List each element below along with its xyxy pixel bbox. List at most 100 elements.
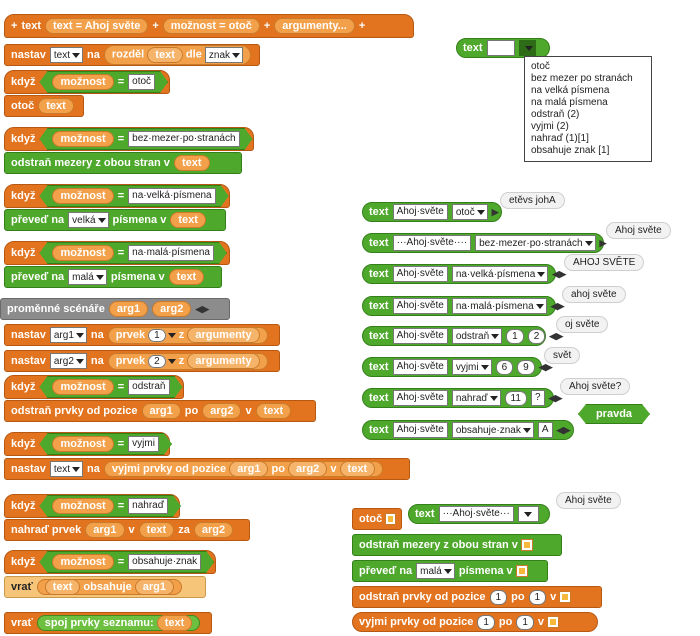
case-dropdown[interactable]: malá [416, 563, 455, 579]
example-arg[interactable]: A [537, 422, 553, 438]
empty-slot-icon[interactable] [559, 591, 572, 603]
contains-arg1[interactable]: arg1 [134, 579, 175, 595]
menu-item[interactable]: bez mezer po stranách [531, 73, 633, 84]
compare-value[interactable]: odstraň [128, 379, 169, 395]
contains-reporter[interactable]: text obsahuje arg1 [36, 579, 183, 595]
example-option[interactable]: odstraň [451, 328, 503, 344]
text-join-block[interactable]: + text text = Ahoj světe + možnost = oto… [4, 14, 414, 38]
empty-slot-icon[interactable] [515, 565, 528, 577]
var-dropdown[interactable]: arg1 [49, 327, 87, 343]
remove-text-arg[interactable]: text [255, 403, 292, 419]
example-input[interactable]: Ahoj·světe [392, 390, 448, 406]
inner-text-input[interactable]: ···Ahoj·světe··· [438, 506, 514, 522]
example-input[interactable]: Ahoj·světe [392, 266, 448, 282]
set-arg1-block[interactable]: nastav arg1 na prvek 1 z argumenty [4, 324, 280, 346]
otoc-command[interactable]: otoč text [4, 95, 84, 117]
compare-value[interactable]: vyjmi [128, 436, 159, 452]
replace-text-arg[interactable]: text [138, 522, 175, 538]
var-moznost[interactable]: možnost [52, 379, 113, 395]
palette-option-dropdown[interactable] [518, 40, 536, 56]
otoc-block[interactable]: otoč [352, 508, 402, 530]
split-arg[interactable]: text [147, 46, 183, 63]
param-moznost[interactable]: možnost = otoč [162, 18, 260, 34]
var-dropdown[interactable]: arg2 [49, 353, 87, 369]
slice-from[interactable]: 1 [477, 614, 495, 630]
bottom-remove-block[interactable]: odstraň prvky od pozice 1 po 1 v [352, 586, 602, 608]
example-input[interactable]: Ahoj·světe [392, 359, 448, 375]
equals-predicate[interactable]: možnost=na·malá·písmena [39, 242, 226, 264]
var-moznost[interactable]: možnost [52, 436, 113, 452]
example-arg[interactable]: 9 [517, 359, 535, 375]
otoc-arg[interactable]: text [38, 98, 74, 114]
remove-from[interactable]: 1 [489, 589, 508, 605]
example-text-block[interactable]: text Ahoj·světe odstraň 1 2 ◀▶ [362, 326, 563, 346]
case-dropdown[interactable]: velká [68, 212, 109, 228]
if-obsahuje-hat[interactable]: když možnost=obsahuje·znak [4, 550, 216, 574]
example-option[interactable]: vyjmi [451, 359, 492, 375]
var-moznost[interactable]: možnost [52, 498, 113, 514]
compare-value[interactable]: obsahuje·znak [128, 554, 201, 570]
contains-text-arg[interactable]: text [44, 579, 81, 595]
equals-predicate[interactable]: možnost=odstraň [39, 376, 182, 398]
menu-item[interactable]: na malá písmena [531, 97, 608, 108]
example-input[interactable]: Ahoj·světe [392, 422, 448, 438]
equals-predicate[interactable]: možnost=bez·mezer·po·stranách [39, 128, 252, 150]
example-arg[interactable]: 6 [495, 359, 514, 375]
example-option[interactable]: na·malá·písmena [451, 298, 547, 314]
join-list-reporter[interactable]: spoj prvky seznamu: text [36, 615, 201, 631]
var-moznost[interactable]: možnost [52, 245, 113, 261]
var-moznost[interactable]: možnost [52, 74, 113, 90]
if-otoc-hat[interactable]: když možnost=otoč [4, 70, 170, 94]
if-odstran-hat[interactable]: když možnost=odstraň [4, 375, 184, 399]
equals-predicate[interactable]: možnost=obsahuje·znak [39, 551, 214, 573]
example-input[interactable]: Ahoj·světe [392, 204, 448, 220]
empty-slot-icon[interactable] [547, 616, 560, 628]
example-text-block[interactable]: text Ahoj·světe vyjmi 6 9 ◀▶ [362, 357, 553, 377]
script-variables-block[interactable]: proměnné scénáře arg1 arg2 ◀▶ [0, 298, 230, 320]
example-text-block[interactable]: text ···Ahoj·světe···· bez·mezer·po·stra… [362, 233, 607, 253]
compare-value[interactable]: nahraď [128, 498, 168, 514]
slice-arg2[interactable]: arg2 [288, 461, 328, 477]
item-list-arg[interactable]: argumenty [187, 326, 260, 343]
example-option[interactable]: bez·mezer·po·stranách [475, 235, 596, 251]
arrows-icon[interactable]: ◀▶ [195, 303, 210, 314]
trim-command[interactable]: odstraň mezery z obou stran v text [4, 152, 242, 174]
if-mala-hat[interactable]: když možnost=na·malá·písmena [4, 241, 230, 265]
var-moznost[interactable]: možnost [52, 131, 113, 147]
example-option[interactable]: na·velká·písmena [451, 266, 549, 282]
script-var-arg1[interactable]: arg1 [108, 301, 149, 317]
remove-items-command[interactable]: odstraň prvky od pozice arg1 po arg2 v t… [4, 400, 316, 422]
inner-text-block[interactable]: text ···Ahoj·světe··· [408, 504, 550, 524]
arrows-icon[interactable]: ▶ [599, 237, 607, 248]
arrows-icon[interactable]: ◀▶ [556, 424, 571, 435]
example-input[interactable]: ···Ahoj·světe···· [392, 235, 472, 251]
compare-value[interactable]: bez·mezer·po·stranách [128, 131, 239, 147]
convert-arg[interactable]: text [170, 212, 206, 228]
split-option-dropdown[interactable]: znak [204, 47, 244, 63]
item-index[interactable]: 1 [148, 328, 166, 342]
join-plus-right[interactable]: + [358, 20, 366, 32]
example-text-block[interactable]: text Ahoj·světe na·malá·písmena ◀▶ [362, 296, 564, 316]
var-moznost[interactable]: možnost [52, 188, 113, 204]
arrows-icon[interactable]: ◀▶ [550, 300, 565, 311]
equals-predicate[interactable]: možnost=nahraď [39, 495, 180, 517]
var-dropdown[interactable]: text [49, 47, 83, 63]
example-text-block[interactable]: text Ahoj·světe nahraď 11 ? ◀▶ [362, 388, 562, 408]
arrows-icon[interactable]: ◀▶ [538, 361, 553, 372]
slice-to[interactable]: 1 [516, 614, 534, 630]
slice-text-arg[interactable]: text [339, 461, 376, 477]
param-argumenty[interactable]: argumenty... [274, 18, 355, 34]
report-contains-block[interactable]: vrať text obsahuje arg1 [4, 576, 206, 598]
palette-text-block[interactable]: text [456, 38, 550, 58]
item-reporter[interactable]: prvek 1 z argumenty [107, 326, 268, 344]
remove-arg1[interactable]: arg1 [141, 403, 181, 419]
example-option[interactable]: obsahuje·znak [451, 422, 534, 438]
if-bez-mezer-hat[interactable]: když možnost=bez·mezer·po·stranách [4, 127, 254, 151]
set-text-split-block[interactable]: nastav text na rozděl text dle znak [4, 44, 260, 66]
empty-slot-icon[interactable] [520, 539, 533, 551]
example-input[interactable]: Ahoj·světe [392, 298, 448, 314]
menu-item[interactable]: vyjmi (2) [531, 121, 569, 132]
example-option[interactable]: otoč [451, 204, 488, 220]
split-reporter[interactable]: rozděl text dle znak [103, 45, 252, 65]
arrows-icon[interactable]: ▶ [491, 206, 499, 217]
